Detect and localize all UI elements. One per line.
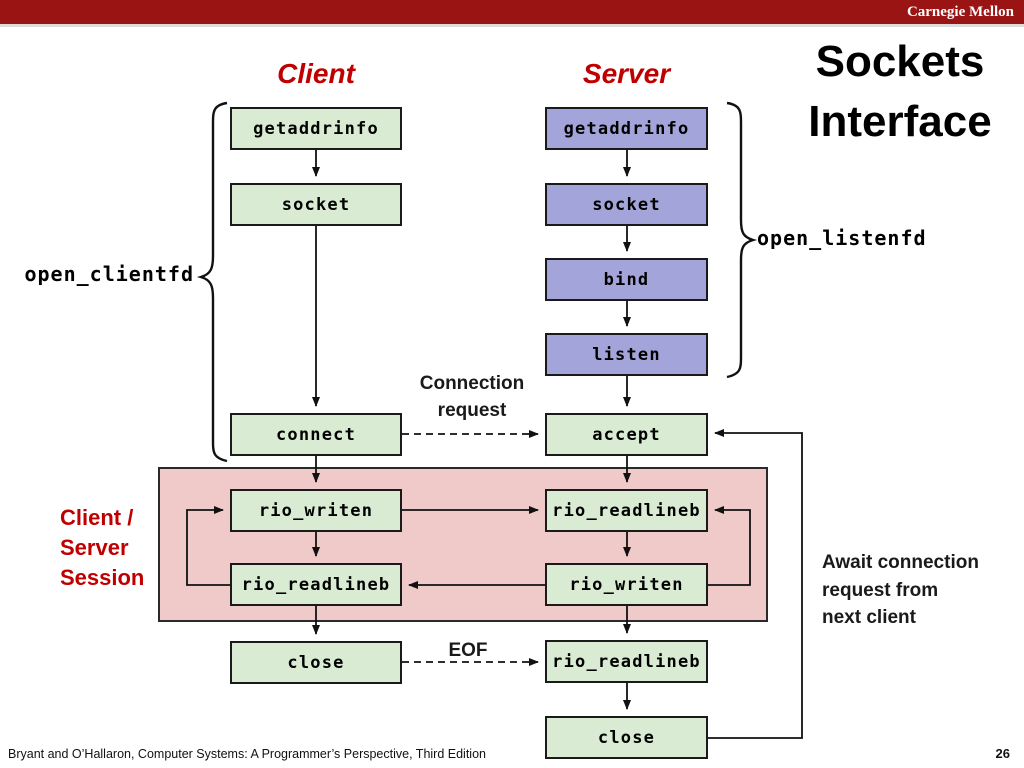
client-box-socket: socket [230,183,402,226]
session-line3: Session [60,565,145,590]
brand-text: Carnegie Mellon [906,4,1014,20]
page-title-line2: Interface [808,97,992,146]
client-box-getaddrinfo: getaddrinfo [230,107,402,150]
await-line3: next client [822,607,916,628]
client-session-loop [186,506,230,586]
server-box-listen: listen [545,333,708,376]
server-column-heading: Server [582,58,671,89]
client-box-rio-writen: rio_writen [230,489,402,532]
await-connection-label: Await connection request from next clien… [822,549,1012,632]
open-clientfd-label: open_clientfd [24,262,194,286]
open-listenfd-label: open_listenfd [757,226,927,250]
session-line1: Client / [60,505,134,530]
server-box-rio-readlineb-2: rio_readlineb [545,640,708,683]
open-clientfd-brace [196,101,228,463]
client-box-connect: connect [230,413,402,456]
header-bar: Carnegie Mellon [0,0,1024,27]
client-server-session-label: Client / Server Session [60,503,144,593]
server-box-close: close [545,716,708,759]
citation-text: Bryant and O’Hallaron, Computer Systems:… [8,747,486,761]
client-box-rio-readlineb: rio_readlineb [230,563,402,606]
server-box-bind: bind [545,258,708,301]
connection-request-line2: request [437,400,507,421]
await-next-client-loop [708,429,803,739]
client-column-heading: Client [277,58,355,89]
client-box-close: close [230,641,402,684]
session-line2: Server [60,535,129,560]
page-title: Sockets Interface [775,32,1024,152]
eof-label: EOF [448,640,488,661]
page-number: 26 [995,746,1010,761]
server-box-socket: socket [545,183,708,226]
page-title-line1: Sockets [815,37,985,86]
connection-request-label: Connection request [400,370,544,424]
server-box-rio-writen: rio_writen [545,563,708,606]
server-session-loop [708,506,751,586]
await-line2: request from [822,579,939,601]
server-box-rio-readlineb: rio_readlineb [545,489,708,532]
connection-request-line1: Connection [419,373,525,394]
await-line1: Await connection [822,552,979,573]
server-box-accept: accept [545,413,708,456]
server-box-getaddrinfo: getaddrinfo [545,107,708,150]
open-listenfd-brace [726,101,758,379]
